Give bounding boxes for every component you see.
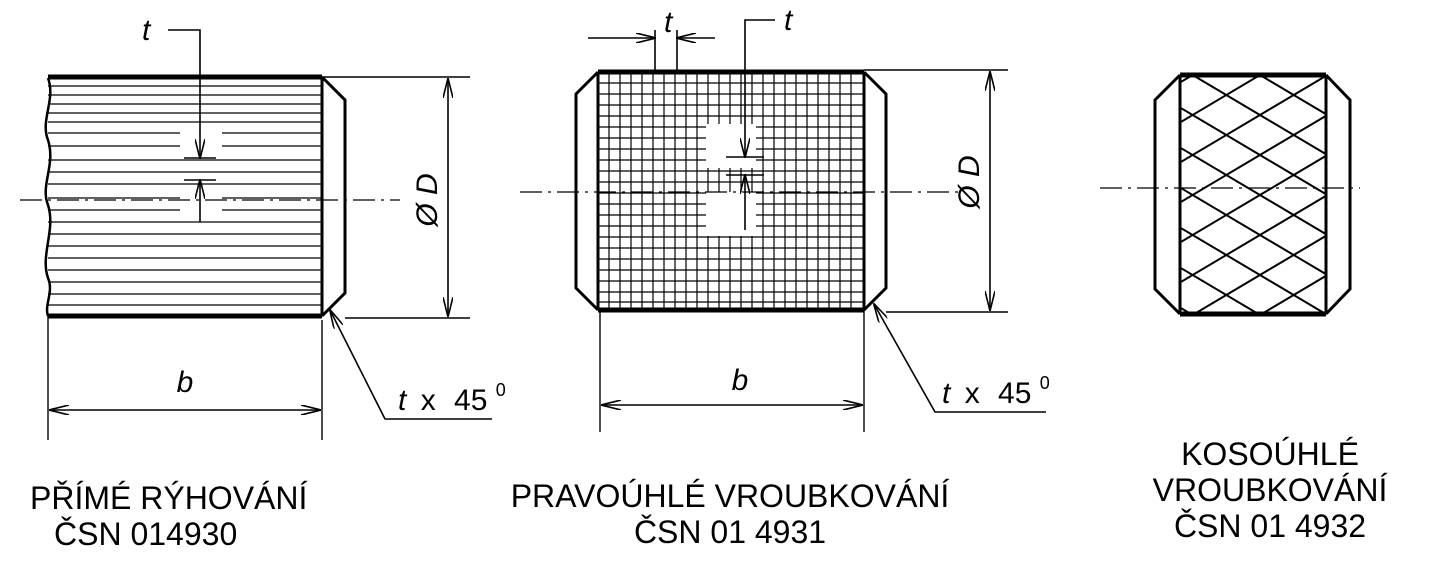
degree-superscript: 0 [496, 380, 506, 400]
width-label-b: b [177, 366, 194, 399]
diagonal-knurl-crosshatch [1180, 76, 1326, 313]
caption-standard: ČSN 014930 [54, 516, 238, 552]
diagonal-knurl-figure [1100, 72, 1360, 317]
chamfer-leader: t x 45 0 [874, 304, 1050, 413]
diameter-dimension: Ø D [322, 76, 470, 319]
chamfer-x-label: x [421, 384, 436, 417]
pitch-dimension-t: t [588, 6, 715, 72]
caption-rectangular-knurling: PRAVOÚHLÉ VROUBKOVÁNÍ ČSN 01 4931 [500, 478, 960, 550]
straight-knurl-figure: t Ø D b t x 45 0 [20, 14, 506, 440]
caption-title: PŘÍMÉ RÝHOVÁNÍ [30, 480, 308, 516]
caption-standard: ČSN 01 4932 [1173, 508, 1367, 544]
chamfer-angle-label: 45 [998, 377, 1031, 410]
depth-dimension-t: t [142, 14, 216, 222]
chamfer-angle-label: 45 [454, 384, 487, 417]
depth-label-t: t [142, 14, 152, 47]
degree-superscript: 0 [1040, 373, 1050, 393]
caption-straight-knurling: PŘÍMÉ RÝHOVÁNÍ ČSN 014930 [30, 480, 307, 552]
chamfer-x-label: x [965, 377, 980, 410]
caption-title-2: VROUBKOVÁNÍ [1152, 472, 1388, 508]
chamfer-t-label: t [398, 384, 408, 417]
straight-knurl-lines [48, 85, 322, 306]
caption-title: PRAVOÚHLÉ VROUBKOVÁNÍ [510, 478, 950, 514]
chamfer-t-label: t [942, 377, 952, 410]
pitch-label-t: t [664, 6, 674, 39]
width-dimension-b: b [599, 310, 865, 432]
width-label-b: b [732, 364, 749, 397]
diameter-label: Ø D [953, 155, 986, 209]
width-dimension-b: b [47, 316, 323, 440]
depth-label-t: t [784, 4, 794, 37]
depth-dimension-t: t [726, 4, 794, 230]
caption-standard: ČSN 01 4931 [633, 514, 827, 550]
diameter-dimension: Ø D [864, 69, 1008, 313]
caption-title-1: KOSOÚHLÉ [1181, 436, 1359, 472]
caption-diagonal-knurling: KOSOÚHLÉ VROUBKOVÁNÍ ČSN 01 4932 [1140, 436, 1400, 544]
rectangular-knurl-grid [598, 72, 864, 310]
chamfer-leader: t x 45 0 [330, 310, 506, 420]
rectangular-knurl-figure: t t Ø D b t [520, 4, 1050, 432]
svg-text:t x 45: t x 45 0 [942, 373, 1050, 410]
diameter-label: Ø D [411, 173, 444, 227]
svg-text:t x 45: t x 45 0 [398, 380, 506, 417]
